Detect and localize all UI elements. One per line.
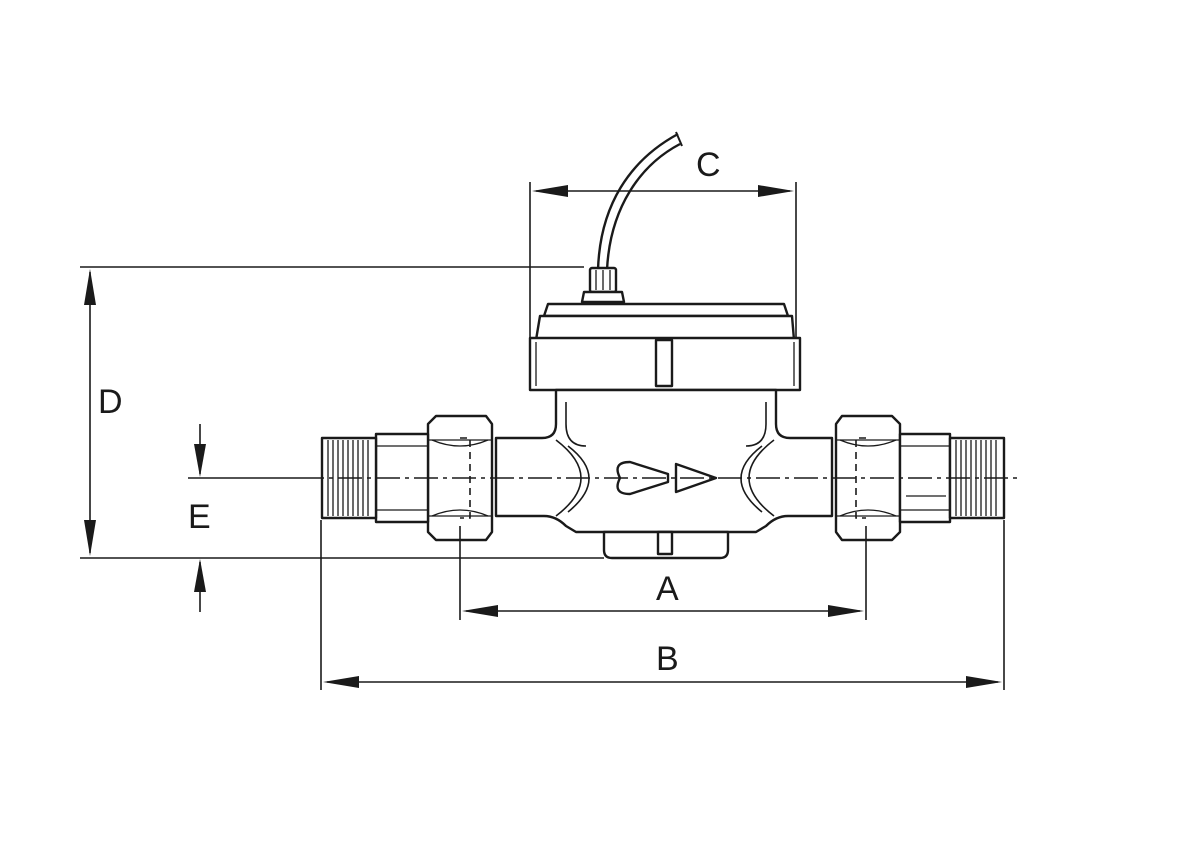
dimension-c: C: [529, 146, 797, 338]
dimension-e: E: [188, 424, 300, 612]
dimension-d: D: [80, 266, 604, 559]
water-meter: [320, 131, 1006, 560]
dimension-a: A: [459, 526, 867, 620]
register-head: [528, 302, 802, 392]
meter-housing: [494, 388, 834, 560]
right-union-nut: [834, 414, 902, 542]
dimension-c-label: C: [696, 146, 721, 184]
dimension-e-label: E: [188, 498, 211, 536]
dimension-b: B: [320, 520, 1005, 690]
left-tailpiece: [320, 432, 430, 524]
dimension-b-label: B: [656, 640, 679, 678]
signal-cable: [596, 131, 683, 271]
dimension-a-label: A: [656, 570, 679, 608]
cable-gland: [580, 266, 626, 304]
dimension-d-label: D: [98, 383, 123, 421]
